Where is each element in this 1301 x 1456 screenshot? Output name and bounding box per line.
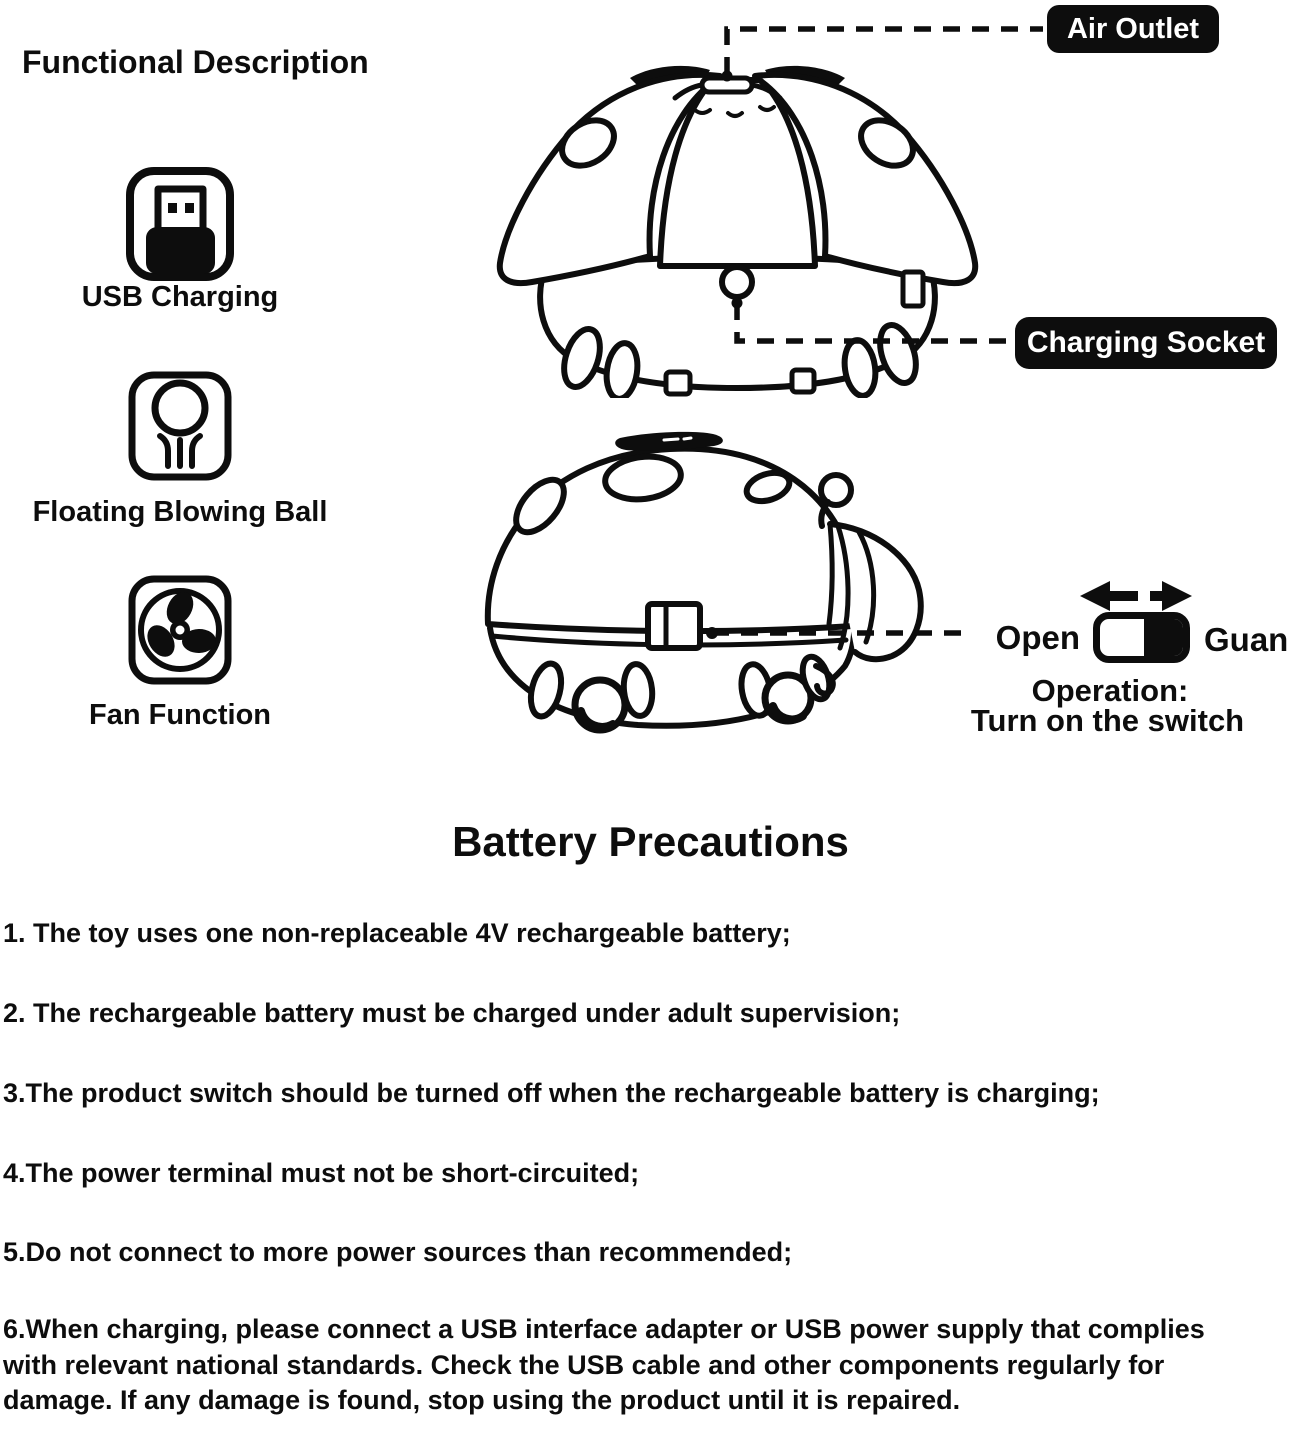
power-switch-mark bbox=[645, 601, 703, 651]
precaution-item-6: 6.When charging, please connect a USB in… bbox=[3, 1314, 1205, 1415]
precaution-item-4: 4.The power terminal must not be short-c… bbox=[3, 1158, 640, 1188]
feature-label-usb: USB Charging bbox=[81, 281, 279, 313]
precaution-item-5: 5.Do not connect to more power sources t… bbox=[3, 1237, 793, 1267]
slide-direction-arrows bbox=[1080, 581, 1192, 611]
power-toggle-icon bbox=[1093, 612, 1190, 663]
functional-description-title: Functional Description bbox=[22, 44, 369, 80]
usb-plug-icon bbox=[126, 167, 234, 281]
ladybug-side-view-drawing bbox=[484, 431, 924, 734]
precaution-item-1: 1. The toy uses one non-replaceable 4V r… bbox=[3, 918, 791, 948]
operation-text: Turn on the switch bbox=[970, 703, 1245, 738]
floating-ball-icon bbox=[128, 371, 232, 481]
battery-precautions-title: Battery Precautions bbox=[452, 818, 849, 865]
switch-guan-label: Guan bbox=[1204, 621, 1289, 658]
fan-icon bbox=[128, 575, 232, 685]
charging-socket-mark bbox=[719, 264, 755, 300]
feature-label-fan: Fan Function bbox=[88, 699, 272, 731]
charging-socket-callout: Charging Socket bbox=[1015, 317, 1277, 369]
precaution-item-3: 3.The product switch should be turned of… bbox=[3, 1078, 1100, 1108]
operation-title: Operation: bbox=[1031, 673, 1189, 708]
precaution-item-2: 2. The rechargeable battery must be char… bbox=[3, 998, 901, 1028]
air-outlet-callout: Air Outlet bbox=[1047, 5, 1219, 53]
switch-open-label: Open bbox=[995, 619, 1080, 656]
feature-label-floating-ball: Floating Blowing Ball bbox=[32, 496, 328, 528]
ladybug-back-view-drawing bbox=[496, 65, 979, 398]
fan-blades bbox=[147, 591, 216, 657]
toggle-black-half bbox=[1144, 619, 1183, 656]
